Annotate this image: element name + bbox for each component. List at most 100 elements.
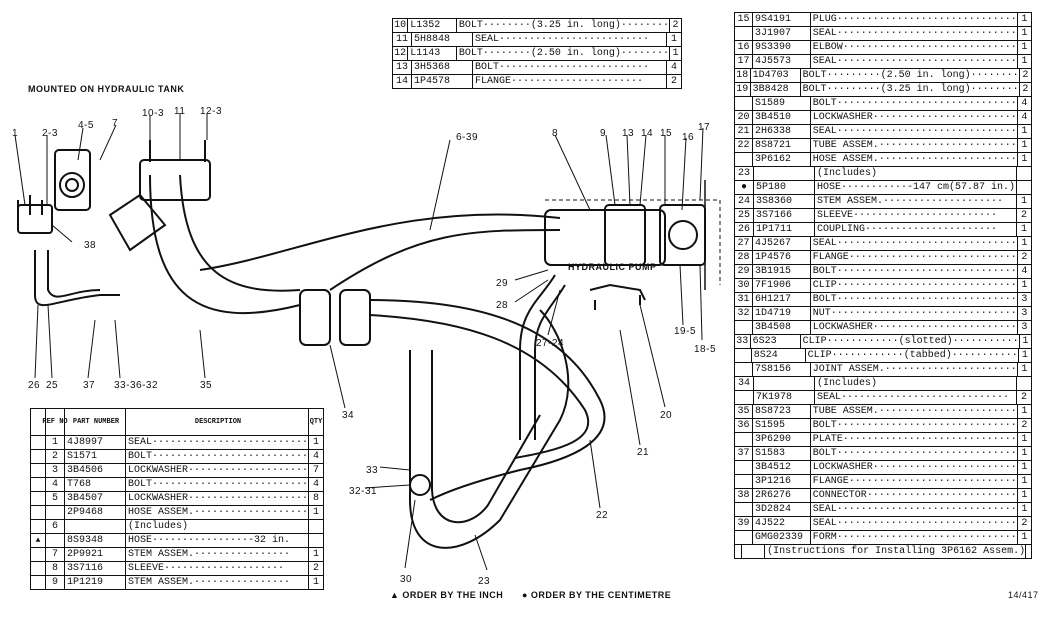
cell-ref bbox=[735, 321, 753, 334]
cell-desc: SEAL························· bbox=[475, 34, 650, 45]
cell-mark bbox=[31, 450, 46, 463]
cell-qty: 4 bbox=[1016, 111, 1031, 124]
cell-qty: 1 bbox=[1016, 279, 1031, 292]
cell-ref bbox=[735, 475, 753, 488]
cell-desc: SEAL······························ bbox=[812, 56, 1017, 67]
hose-6 bbox=[34, 250, 120, 307]
callout-22: 22 bbox=[596, 510, 609, 521]
cell-ref: 25 bbox=[735, 209, 754, 222]
cell-part: 1P4576 bbox=[753, 251, 811, 264]
cell-mark bbox=[31, 562, 46, 575]
callout-32-31: 32-31 bbox=[349, 486, 378, 497]
cell-ref: 2 bbox=[46, 450, 65, 463]
cell-ref: 11 bbox=[393, 33, 412, 46]
cell-ref bbox=[735, 349, 752, 362]
callout-15: 15 bbox=[660, 128, 673, 139]
callout-20: 20 bbox=[660, 410, 673, 421]
cell-part: 3D2824 bbox=[753, 503, 811, 516]
cell-ref: 24 bbox=[735, 195, 754, 208]
header-qty: QTY bbox=[308, 409, 323, 435]
cell-desc: LOCKWASHER···················· bbox=[127, 493, 309, 504]
cell-qty: 1 bbox=[308, 506, 323, 519]
cell-desc: PLATE····························· bbox=[812, 434, 1017, 445]
cell-ref: 6 bbox=[46, 520, 65, 533]
callout-30: 30 bbox=[400, 574, 413, 585]
cell-part: L1143 bbox=[408, 47, 457, 60]
table-row: 7K1978 SEAL····························2 bbox=[735, 391, 1031, 405]
cell-part bbox=[742, 545, 766, 558]
callout-21: 21 bbox=[637, 447, 650, 458]
cell-qty: 1 bbox=[666, 33, 681, 46]
cell-qty: 1 bbox=[1016, 475, 1031, 488]
cell-ref: 33 bbox=[735, 335, 751, 348]
cell-mark bbox=[31, 576, 46, 589]
cell-part: 3B4508 bbox=[753, 321, 811, 334]
cell-desc: BOLT························· bbox=[475, 62, 650, 73]
cell-qty: 1 bbox=[308, 436, 323, 449]
table-row: ●5P180 HOSE···········-147 cm(57.87 in.) bbox=[735, 181, 1031, 195]
cell-desc: PLUG······························ bbox=[812, 14, 1017, 25]
cell-desc: LOCKWASHER························ bbox=[812, 112, 1017, 123]
cell-desc: SEAL······························ bbox=[812, 238, 1017, 249]
header-part: PART NUMBER bbox=[65, 409, 126, 435]
cell-qty: 1 bbox=[1016, 531, 1031, 544]
cell-desc: BOLT······························ bbox=[812, 266, 1017, 277]
callout-18-5: 18-5 bbox=[694, 344, 717, 355]
cell-ref: 31 bbox=[735, 293, 753, 306]
cell-part: 3B8428 bbox=[751, 83, 801, 96]
legend-centimetre: ● ORDER BY THE CENTIMETRE bbox=[522, 590, 672, 600]
cell-desc: BOLT······························ bbox=[812, 294, 1017, 305]
cell-desc: COUPLING······················ bbox=[817, 224, 998, 235]
callout-33-36-32: 33-36-32 bbox=[114, 380, 159, 391]
cell-part: 7S8156 bbox=[753, 363, 811, 376]
cell-ref: 15 bbox=[735, 13, 753, 26]
cell-mark bbox=[31, 506, 46, 519]
table-row: 34 (Includes) bbox=[735, 377, 1031, 391]
cell-qty: 3 bbox=[1016, 307, 1031, 320]
cell-qty bbox=[1016, 377, 1031, 390]
cell-ref: 4 bbox=[46, 478, 65, 491]
cell-ref: 39 bbox=[735, 517, 753, 530]
cell-qty: 2 bbox=[666, 75, 681, 88]
cell-part: S1571 bbox=[65, 450, 126, 463]
callout-8: 8 bbox=[552, 128, 559, 139]
cell-ref: 28 bbox=[735, 251, 753, 264]
cell-desc: HOSE ASSEM.······················· bbox=[812, 154, 1017, 165]
cell-qty: 4 bbox=[1016, 265, 1031, 278]
cell-part: 2P9921 bbox=[65, 548, 126, 561]
cell-ref: 35 bbox=[735, 405, 753, 418]
cell-part: 6S23 bbox=[751, 335, 801, 348]
callout-17: 17 bbox=[698, 122, 711, 133]
cell-desc: LOCKWASHER························ bbox=[812, 462, 1017, 473]
cell-qty: 1 bbox=[308, 576, 323, 589]
cell-part: 9S3390 bbox=[753, 41, 811, 54]
cell-part: 2R6276 bbox=[753, 489, 811, 502]
callout-25: 25 bbox=[46, 380, 59, 391]
legend-inch: ▲ ORDER BY THE INCH bbox=[390, 590, 504, 600]
cell-qty: 2 bbox=[1016, 391, 1031, 404]
cell-qty: 1 bbox=[1016, 41, 1031, 54]
cell-qty: 1 bbox=[1016, 27, 1031, 40]
cell-desc: (Includes) bbox=[817, 168, 878, 179]
cell-ref: 8 bbox=[46, 562, 65, 575]
table-row: 6 (Includes) bbox=[31, 520, 323, 534]
cell-qty bbox=[1016, 167, 1031, 180]
header-desc: DESCRIPTION bbox=[194, 417, 242, 426]
cell-desc: SEAL·························· bbox=[127, 437, 309, 448]
cell-qty: 1 bbox=[1016, 55, 1031, 68]
callout-11: 11 bbox=[174, 106, 186, 117]
